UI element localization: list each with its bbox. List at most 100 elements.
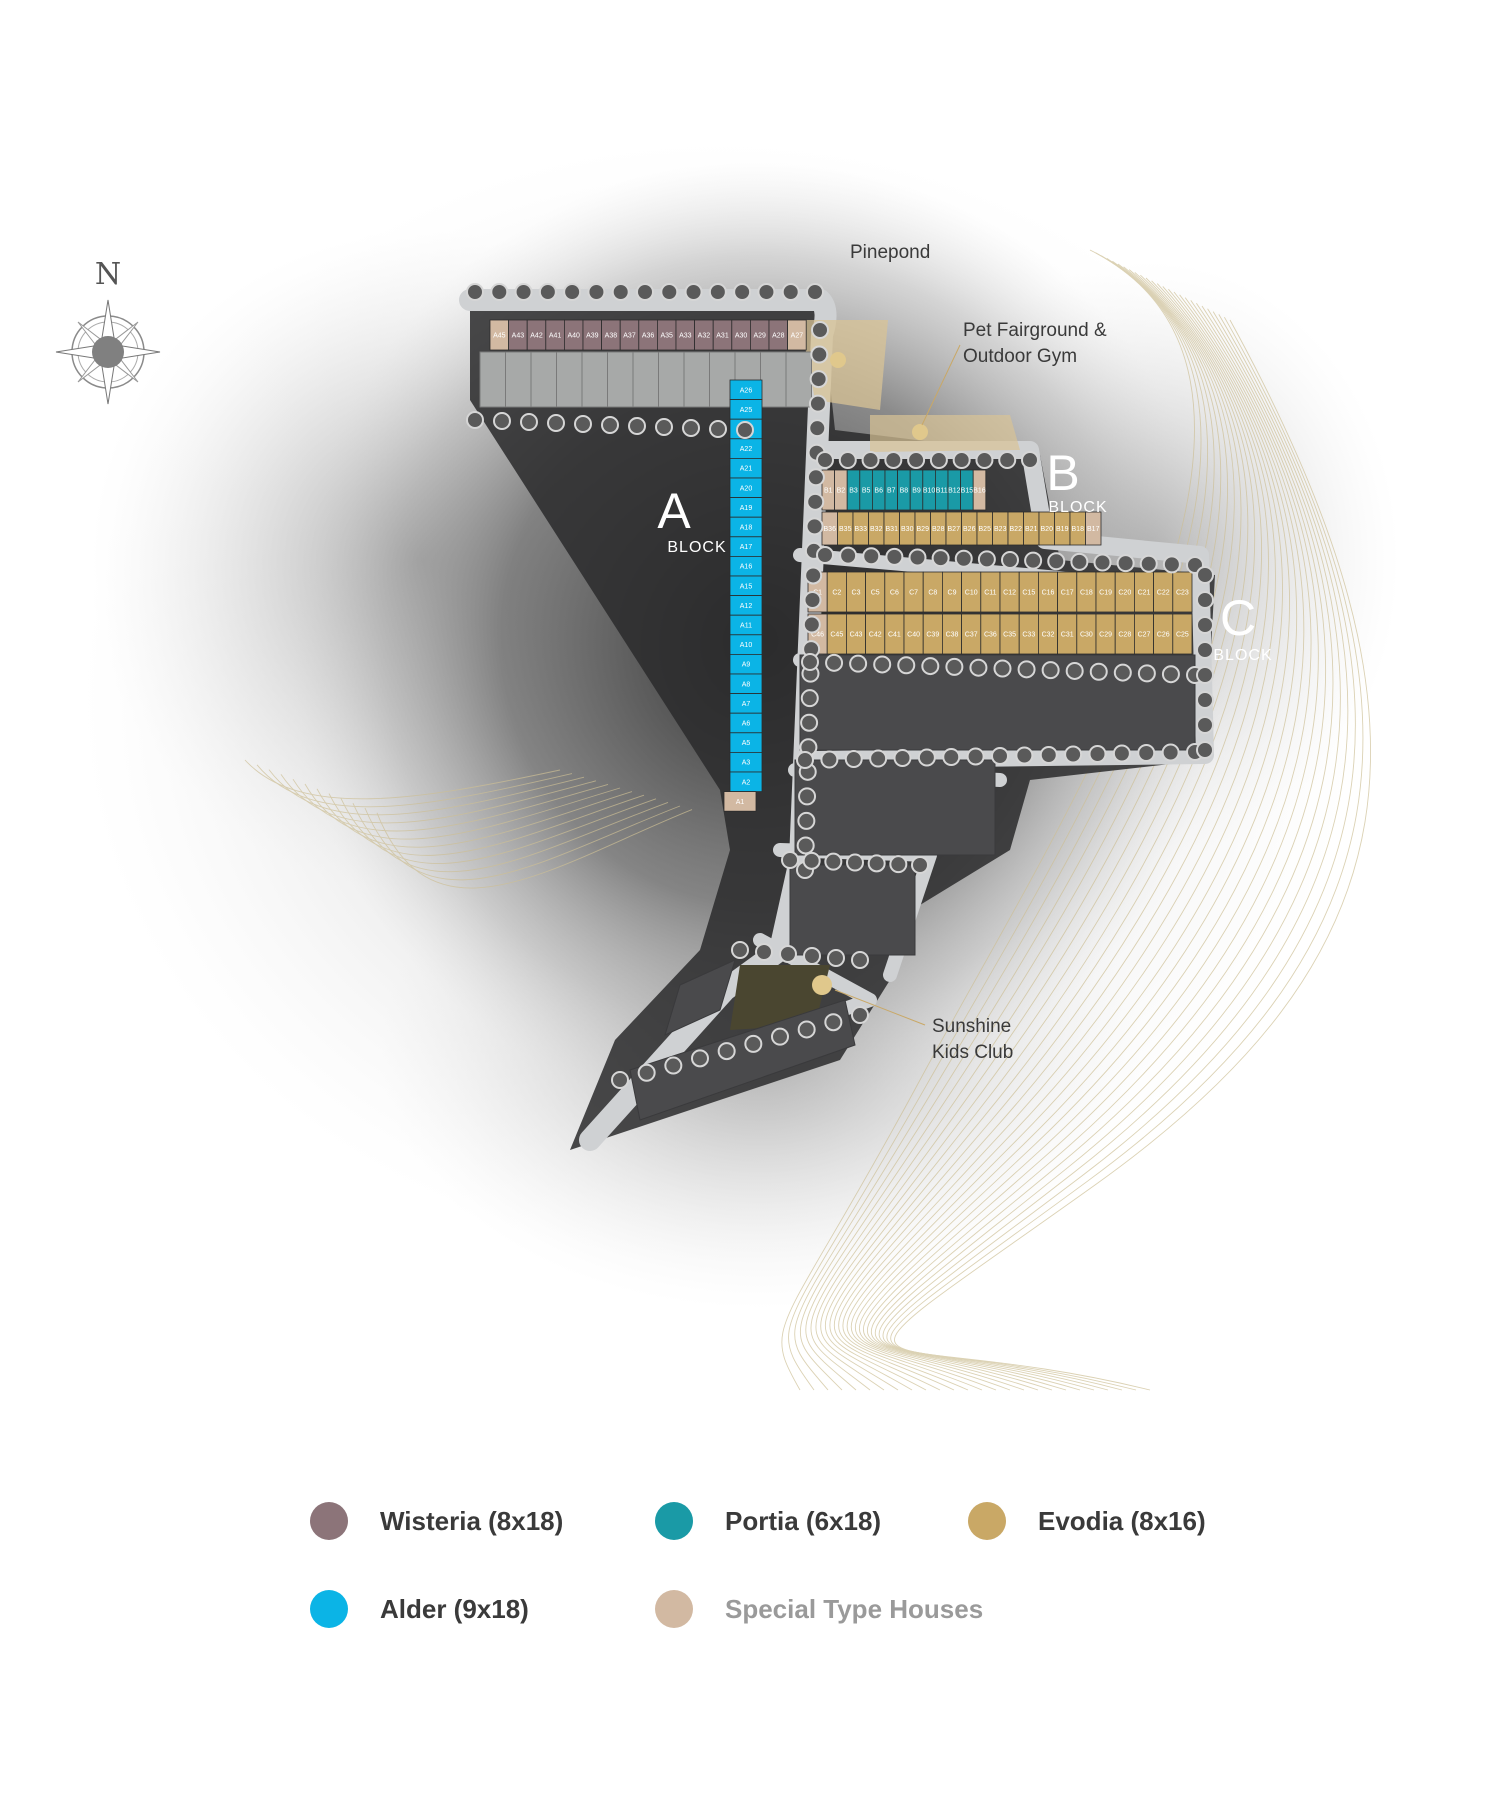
lot-b16[interactable]: B16 <box>972 469 987 511</box>
lot-a3[interactable]: A3 <box>729 752 763 773</box>
lot-a37[interactable]: A37 <box>619 319 640 351</box>
lot-a15[interactable]: A15 <box>729 575 763 597</box>
lot-c3[interactable]: C3 <box>846 571 867 613</box>
lot-b6[interactable]: B6 <box>872 469 886 511</box>
lot-c30[interactable]: C30 <box>1076 613 1097 655</box>
lot-b21[interactable]: B21 <box>1023 511 1040 546</box>
lot-c20[interactable]: C20 <box>1114 571 1135 613</box>
lot-c31[interactable]: C31 <box>1057 613 1078 655</box>
lot-b28[interactable]: B28 <box>930 511 947 546</box>
lot-a6[interactable]: A6 <box>729 712 763 734</box>
lot-c17[interactable]: C17 <box>1057 571 1078 613</box>
lot-a26[interactable]: A26 <box>729 379 763 401</box>
lot-a42[interactable]: A42 <box>526 319 547 351</box>
lot-a30[interactable]: A30 <box>731 319 751 351</box>
lot-c15[interactable]: C15 <box>1018 571 1039 613</box>
lot-a10[interactable]: A10 <box>729 634 763 655</box>
lot-b32[interactable]: B32 <box>868 511 885 546</box>
lot-a9[interactable]: A9 <box>729 654 763 675</box>
lot-b2[interactable]: B2 <box>834 469 848 511</box>
lot-c25[interactable]: C25 <box>1172 613 1193 655</box>
lot-b10[interactable]: B10 <box>922 469 936 511</box>
lot-b15[interactable]: B15 <box>960 469 974 511</box>
lot-a21[interactable]: A21 <box>729 457 763 479</box>
lot-c27[interactable]: C27 <box>1134 613 1155 655</box>
lot-c16[interactable]: C16 <box>1038 571 1059 613</box>
lot-b19[interactable]: B19 <box>1054 511 1071 546</box>
lot-a19[interactable]: A19 <box>729 497 763 518</box>
lot-c43[interactable]: C43 <box>846 613 867 655</box>
lot-a17[interactable]: A17 <box>729 536 763 557</box>
lot-c6[interactable]: C6 <box>884 571 905 613</box>
lot-a25[interactable]: A25 <box>729 399 763 420</box>
lot-c37[interactable]: C37 <box>961 613 982 655</box>
lot-c10[interactable]: C10 <box>961 571 982 613</box>
lot-a22[interactable]: A22 <box>729 438 763 459</box>
lot-c41[interactable]: C41 <box>884 613 905 655</box>
lot-c45[interactable]: C45 <box>826 613 847 655</box>
lot-a27[interactable]: A27 <box>787 319 807 351</box>
lot-a12[interactable]: A12 <box>729 595 763 616</box>
lot-c11[interactable]: C11 <box>980 571 1001 613</box>
lot-b20[interactable]: B20 <box>1038 511 1055 546</box>
lot-b35[interactable]: B35 <box>837 511 854 546</box>
lot-b31[interactable]: B31 <box>883 511 900 546</box>
lot-c2[interactable]: C2 <box>826 571 847 613</box>
lot-a16[interactable]: A16 <box>729 556 763 577</box>
lot-c38[interactable]: C38 <box>942 613 963 655</box>
lot-a40[interactable]: A40 <box>564 319 584 351</box>
lot-b7[interactable]: B7 <box>884 469 899 511</box>
lot-a18[interactable]: A18 <box>729 516 763 538</box>
lot-b27[interactable]: B27 <box>945 511 962 546</box>
lot-b1[interactable]: B1 <box>821 469 836 511</box>
lot-c19[interactable]: C19 <box>1095 571 1116 613</box>
lot-c5[interactable]: C5 <box>865 571 886 613</box>
lot-c39[interactable]: C39 <box>922 613 943 655</box>
lot-c42[interactable]: C42 <box>865 613 886 655</box>
lot-b3[interactable]: B3 <box>846 469 861 511</box>
lot-a1[interactable]: A1 <box>723 791 757 812</box>
lot-c32[interactable]: C32 <box>1038 613 1059 655</box>
lot-b9[interactable]: B9 <box>909 469 924 511</box>
lot-b30[interactable]: B30 <box>899 511 916 546</box>
lot-b11[interactable]: B11 <box>935 469 949 511</box>
lot-c35[interactable]: C35 <box>999 613 1020 655</box>
lot-c8[interactable]: C8 <box>922 571 943 613</box>
lot-a38[interactable]: A38 <box>601 319 621 351</box>
lot-c12[interactable]: C12 <box>999 571 1020 613</box>
lot-a20[interactable]: A20 <box>729 477 763 499</box>
lot-a32[interactable]: A32 <box>694 319 714 351</box>
lot-c22[interactable]: C22 <box>1153 571 1174 613</box>
lot-a39[interactable]: A39 <box>582 319 603 351</box>
lot-b29[interactable]: B29 <box>914 511 931 546</box>
lot-b8[interactable]: B8 <box>897 469 911 511</box>
lot-a33[interactable]: A33 <box>675 319 696 351</box>
lot-a8[interactable]: A8 <box>729 673 763 695</box>
lot-c29[interactable]: C29 <box>1095 613 1116 655</box>
lot-a35[interactable]: A35 <box>657 319 677 351</box>
lot-b26[interactable]: B26 <box>961 511 978 546</box>
lot-b22[interactable]: B22 <box>1007 511 1024 546</box>
lot-a45[interactable]: A45 <box>489 319 510 351</box>
lot-a41[interactable]: A41 <box>545 319 565 351</box>
lot-a7[interactable]: A7 <box>729 693 763 714</box>
lot-a11[interactable]: A11 <box>729 614 763 636</box>
lot-c26[interactable]: C26 <box>1153 613 1174 655</box>
lot-c21[interactable]: C21 <box>1134 571 1155 613</box>
lot-a5[interactable]: A5 <box>729 732 763 753</box>
lot-c36[interactable]: C36 <box>980 613 1001 655</box>
lot-a2[interactable]: A2 <box>729 771 763 793</box>
lot-a36[interactable]: A36 <box>638 319 658 351</box>
lot-c28[interactable]: C28 <box>1114 613 1135 655</box>
lot-c7[interactable]: C7 <box>903 571 924 613</box>
lot-c23[interactable]: C23 <box>1172 571 1193 613</box>
lot-b12[interactable]: B12 <box>947 469 962 511</box>
lot-c40[interactable]: C40 <box>903 613 924 655</box>
lot-c9[interactable]: C9 <box>942 571 963 613</box>
lot-a28[interactable]: A28 <box>768 319 789 351</box>
lot-c18[interactable]: C18 <box>1076 571 1097 613</box>
lot-b33[interactable]: B33 <box>852 511 869 546</box>
lot-b18[interactable]: B18 <box>1069 511 1086 546</box>
lot-b36[interactable]: B36 <box>821 511 838 546</box>
lot-a31[interactable]: A31 <box>712 319 733 351</box>
